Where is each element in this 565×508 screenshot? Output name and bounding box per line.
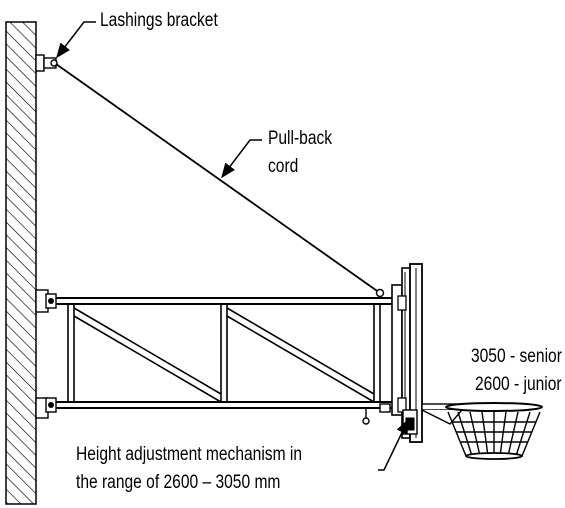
height-junior-label: 2600 - junior: [475, 374, 562, 395]
pull-back-cord-label-line2: cord: [268, 156, 299, 177]
wall: [5, 21, 37, 505]
backboard-assembly: [391, 263, 423, 443]
height-adjustment-mechanism: [402, 409, 418, 435]
basket: [421, 402, 543, 460]
mechanism-label-line1: Height adjustment mechanism in: [76, 444, 303, 465]
leader-lines: [56, 21, 409, 471]
pull-back-cord: [55, 63, 381, 294]
lashings-bracket: [35, 54, 58, 72]
truss-frame: [45, 288, 392, 425]
pull-back-cord-label-line1: Pull-back: [268, 128, 333, 149]
lashings-bracket-label: Lashings bracket: [100, 10, 218, 31]
height-senior-label: 3050 - senior: [471, 346, 562, 367]
mechanism-label-line2: the range of 2600 – 3050 mm: [76, 472, 281, 493]
